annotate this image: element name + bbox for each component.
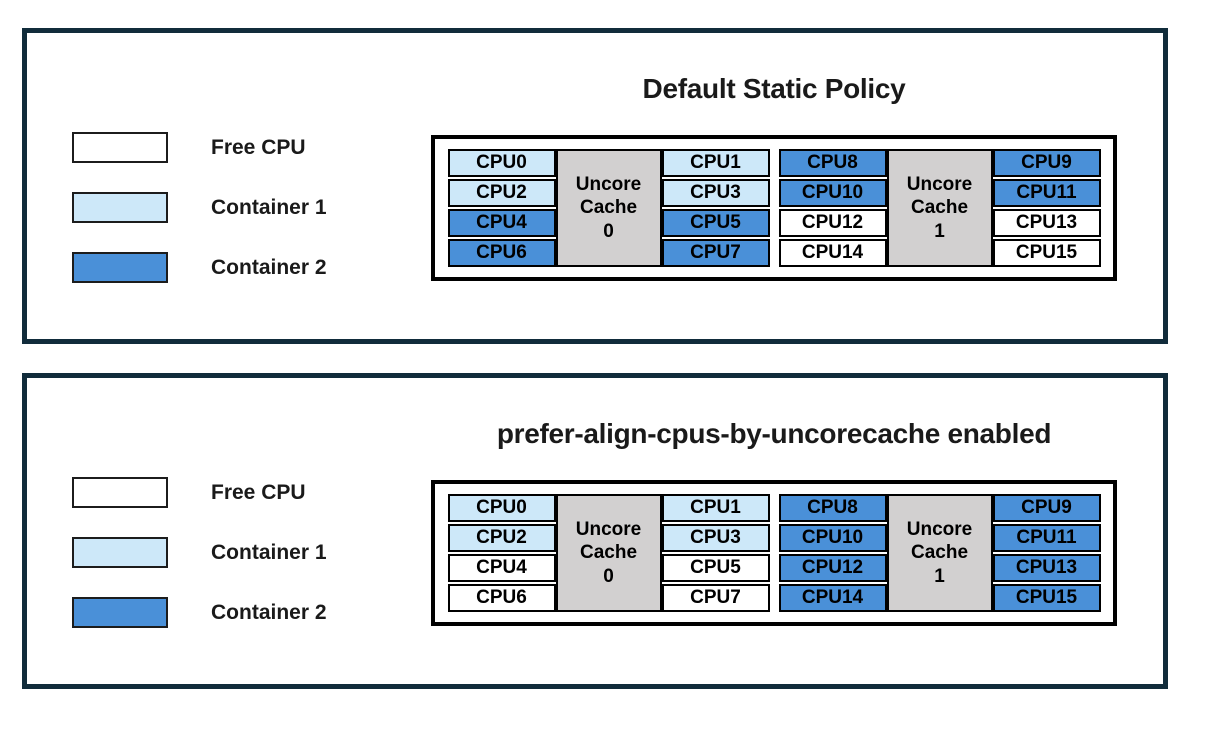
legend-item: Free CPU xyxy=(72,132,327,163)
legend-swatch-container1 xyxy=(72,192,168,223)
cpu-cell-cpu11: CPU11 xyxy=(992,179,1101,207)
cpu-cell-cpu15: CPU15 xyxy=(992,239,1101,267)
panel-title: prefer-align-cpus-by-uncorecache enabled xyxy=(496,418,1052,449)
uncore-cache-label-line: 1 xyxy=(934,565,945,587)
cpu-cell-cpu1: CPU1 xyxy=(661,494,770,522)
uncore-cache-label-line: Uncore xyxy=(575,519,642,541)
legend-swatch-free xyxy=(72,477,168,508)
uncore-cache-label-line: Cache xyxy=(910,197,969,219)
legend-label: Container 1 xyxy=(211,195,327,219)
cpu-cell-cpu8: CPU8 xyxy=(778,149,887,177)
cpu-cell-cpu12: CPU12 xyxy=(778,209,887,237)
cpu-cell-cpu3: CPU3 xyxy=(661,179,770,207)
cpu-cell-cpu11: CPU11 xyxy=(992,524,1101,552)
cpu-cell-cpu8: CPU8 xyxy=(778,494,887,522)
cpu-cell-cpu3: CPU3 xyxy=(661,524,770,552)
legend-label: Free CPU xyxy=(211,480,306,504)
cpu-cell-cpu15: CPU15 xyxy=(992,584,1101,612)
cpu-cell-cpu7: CPU7 xyxy=(661,584,770,612)
uncore-cache-label-line: 0 xyxy=(603,565,614,587)
cpu-cell-cpu6: CPU6 xyxy=(447,239,556,267)
legend-swatch-container2 xyxy=(72,252,168,283)
cpu-cell-cpu2: CPU2 xyxy=(447,179,556,207)
uncore-cache-label-line: Cache xyxy=(579,197,638,219)
cpu-cell-cpu1: CPU1 xyxy=(661,149,770,177)
cpu-cell-cpu10: CPU10 xyxy=(778,179,887,207)
cpu-cell-cpu10: CPU10 xyxy=(778,524,887,552)
legend-swatch-free xyxy=(72,132,168,163)
cpu-cell-cpu14: CPU14 xyxy=(778,239,887,267)
cpu-cell-cpu4: CPU4 xyxy=(447,209,556,237)
legend-item: Container 1 xyxy=(72,192,327,223)
legend-swatch-container2 xyxy=(72,597,168,628)
legend-label: Free CPU xyxy=(211,135,306,159)
cpu-cell-cpu9: CPU9 xyxy=(992,494,1101,522)
cpu-cell-cpu7: CPU7 xyxy=(661,239,770,267)
cpu-cell-cpu12: CPU12 xyxy=(778,554,887,582)
cpu-cell-cpu0: CPU0 xyxy=(447,494,556,522)
panel-default-static-policy: Default Static Policy Free CPU Container … xyxy=(22,28,1168,344)
legend-label: Container 2 xyxy=(211,255,327,279)
panel-title: Default Static Policy xyxy=(642,73,906,104)
cpu-cell-cpu9: CPU9 xyxy=(992,149,1101,177)
cpu-cell-cpu6: CPU6 xyxy=(447,584,556,612)
cpu-cell-cpu5: CPU5 xyxy=(661,209,770,237)
cpu-cell-cpu13: CPU13 xyxy=(992,209,1101,237)
legend-item: Container 2 xyxy=(72,597,327,628)
legend-item: Container 1 xyxy=(72,537,327,568)
cpu-cell-cpu5: CPU5 xyxy=(661,554,770,582)
legend-label: Container 1 xyxy=(211,540,327,564)
cpu-cell-cpu14: CPU14 xyxy=(778,584,887,612)
legend: Free CPU Container 1 Container 2 xyxy=(72,132,327,283)
cpu-cell-cpu0: CPU0 xyxy=(447,149,556,177)
uncore-cache-label-line: Cache xyxy=(579,542,638,564)
uncore-cache-label-line: Uncore xyxy=(575,174,642,196)
panel-prefer-align-cpus-by-uncorecache: prefer-align-cpus-by-uncorecache enabled… xyxy=(22,373,1168,689)
uncore-cache-label-line: 1 xyxy=(934,220,945,242)
legend-label: Container 2 xyxy=(211,600,327,624)
legend: Free CPU Container 1 Container 2 xyxy=(72,477,327,628)
cpu-cell-cpu13: CPU13 xyxy=(992,554,1101,582)
uncore-cache-label-line: Uncore xyxy=(906,519,973,541)
cpu-cell-cpu2: CPU2 xyxy=(447,524,556,552)
legend-swatch-container1 xyxy=(72,537,168,568)
legend-item: Free CPU xyxy=(72,477,327,508)
cpu-cell-cpu4: CPU4 xyxy=(447,554,556,582)
uncore-cache-label-line: Uncore xyxy=(906,174,973,196)
legend-item: Container 2 xyxy=(72,252,327,283)
uncore-cache-label-line: 0 xyxy=(603,220,614,242)
uncore-cache-label-line: Cache xyxy=(910,542,969,564)
